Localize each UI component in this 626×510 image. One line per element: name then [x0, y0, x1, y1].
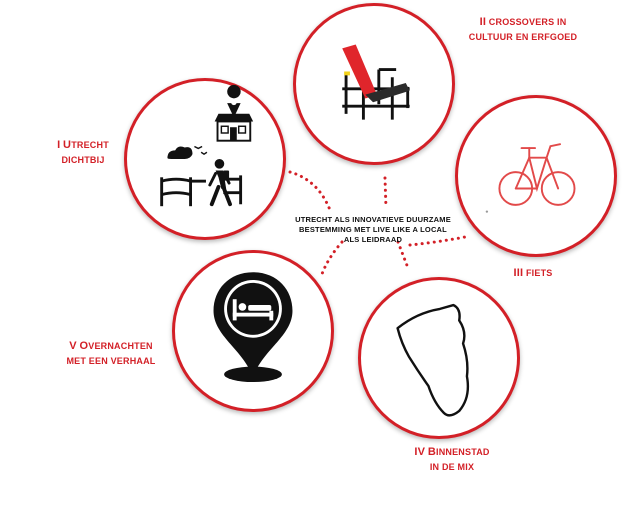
central-statement-line-1: UTRECHT ALS INNOVATIEVE DUURZAME — [295, 215, 451, 224]
central-statement-line-3: ALS LEIDRAAD — [343, 235, 403, 244]
theme-initial: O — [79, 340, 89, 352]
red-blue-chair-icon — [342, 44, 410, 120]
bed-location-pin-icon — [213, 272, 293, 383]
theme-title: INNENSTAD — [436, 447, 490, 457]
connector-4 — [396, 240, 410, 270]
theme-title: FIETS — [525, 268, 553, 278]
theme-subtitle: IN DE MIX — [429, 462, 475, 472]
label-crossovers: II CROSSOVERS IN CULTUUR EN ERFGOED — [448, 15, 598, 45]
theme-number: III — [513, 267, 524, 279]
label-utrecht-dichtbij: I UTRECHT DICHTBIJ — [48, 138, 118, 168]
label-overnachten: V OVERNACHTEN MET EEN VERHAAL — [46, 339, 176, 369]
connector-3 — [408, 234, 472, 247]
theme-title: TRECHT — [71, 140, 109, 150]
theme-circle-crossovers — [293, 3, 455, 165]
theme-circle-fiets — [455, 95, 617, 257]
theme-number: IV — [414, 446, 426, 458]
theme-number: V — [69, 340, 77, 352]
theme-subtitle: CULTUUR EN ERFGOED — [468, 32, 578, 42]
theme-title: CROSSOVERS IN — [488, 17, 567, 27]
connector-1 — [288, 170, 332, 212]
theme-initial: U — [63, 139, 72, 151]
label-binnenstad: IV BINNENSTAD IN DE MIX — [392, 445, 512, 475]
central-statement-line-2: BESTEMMING MET LIVE LIKE A LOCAL — [299, 225, 447, 234]
theme-initial: B — [427, 446, 436, 458]
theme-circle-utrecht-dichtbij — [124, 78, 286, 240]
central-statement: UTRECHT ALS INNOVATIEVE DUURZAME BESTEMM… — [268, 215, 478, 245]
theme-number: II — [479, 16, 487, 28]
bicycle-icon — [485, 143, 576, 213]
theme-subtitle: MET EEN VERHAAL — [66, 356, 156, 366]
label-fiets: III FIETS — [498, 266, 568, 281]
walker-with-shop-pin-icon — [160, 84, 254, 207]
theme-number: I — [57, 139, 61, 151]
theme-circle-overnachten — [172, 250, 334, 412]
theme-circle-binnenstad — [358, 277, 520, 439]
theme-title: VERNACHTEN — [88, 341, 153, 351]
theme-subtitle: DICHTBIJ — [61, 155, 105, 165]
city-outline-icon — [396, 303, 470, 417]
connector-2 — [383, 176, 388, 210]
